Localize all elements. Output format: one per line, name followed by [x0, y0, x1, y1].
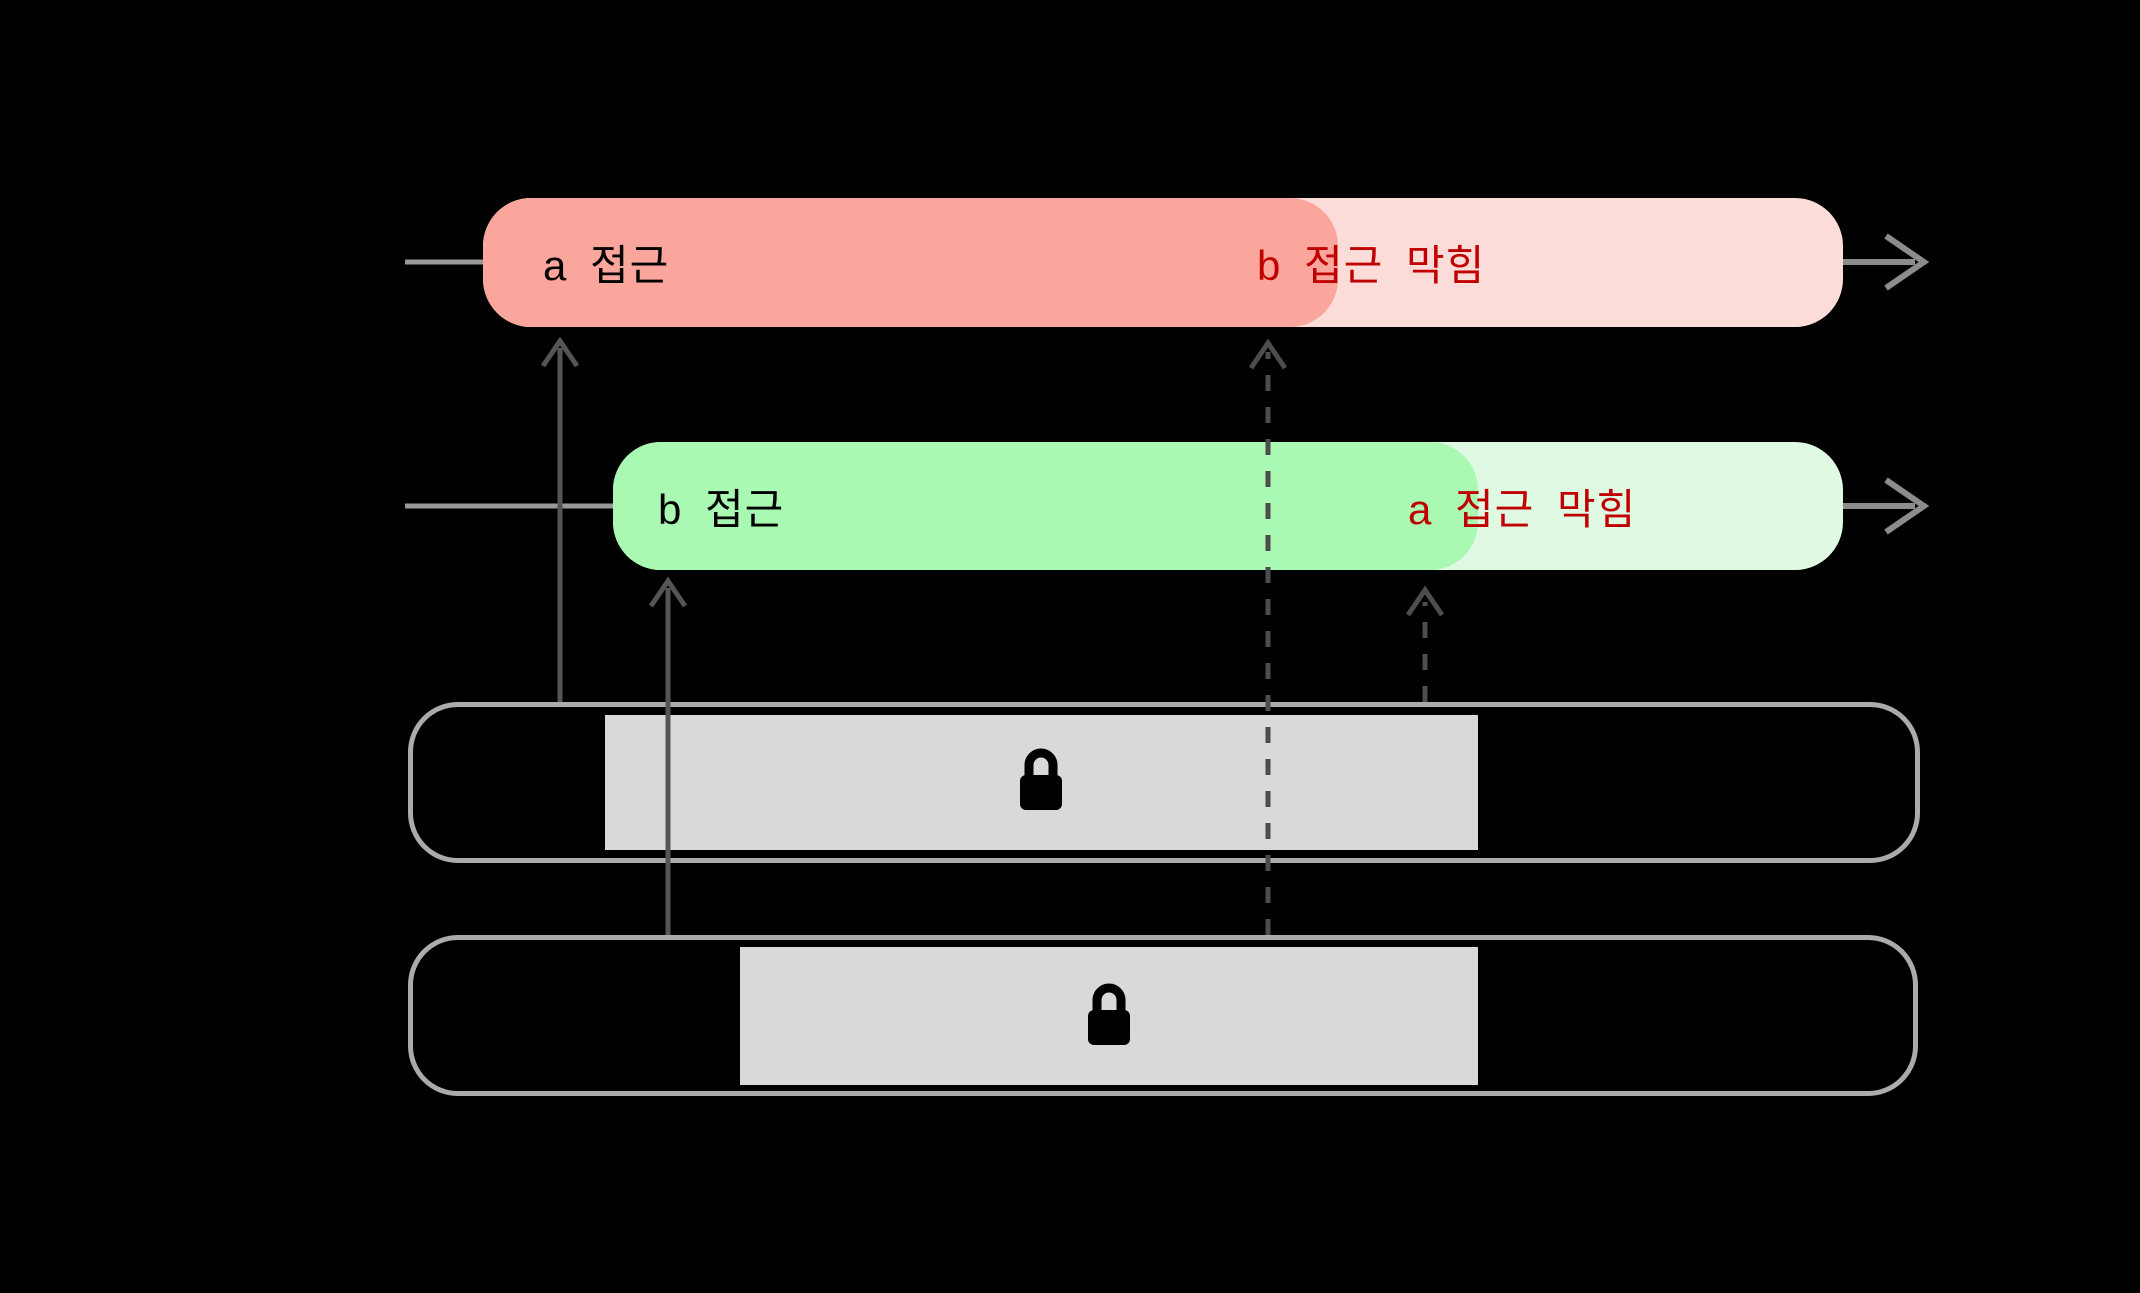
- arrow-head-up-icon: [1405, 585, 1445, 617]
- arrow-head-right-icon: [1884, 477, 1930, 535]
- arrow-head-up-icon: [1248, 338, 1288, 370]
- thread-a-access-segment: [483, 198, 1338, 327]
- lock-b-held-region: [740, 947, 1478, 1085]
- lock-b-timeline-bar: [408, 935, 1918, 1096]
- thread-b-access-label: b 접근: [658, 485, 785, 533]
- arrow-head-up-icon: [540, 336, 580, 368]
- thread-a-access-label: a 접근: [543, 242, 670, 289]
- lock-a-blocking-dashed-arrow: [1405, 585, 1445, 702]
- lock-a-held-region: [605, 715, 1478, 850]
- thread-b-outgoing-arrow: [1843, 477, 1930, 535]
- thread-b-access-segment: [613, 442, 1478, 570]
- thread-a-blocked-label: b 접근 막힘: [1257, 242, 1486, 289]
- thread-b-blocked-label: a 접근 막힘: [1408, 485, 1637, 533]
- arrow-head-up-icon: [648, 576, 688, 608]
- lock-a-acquire-arrow: [540, 336, 580, 702]
- arrow-head-right-icon: [1884, 233, 1930, 291]
- lock-a-timeline-bar: [408, 702, 1920, 863]
- thread-a-outgoing-arrow: [1843, 233, 1930, 291]
